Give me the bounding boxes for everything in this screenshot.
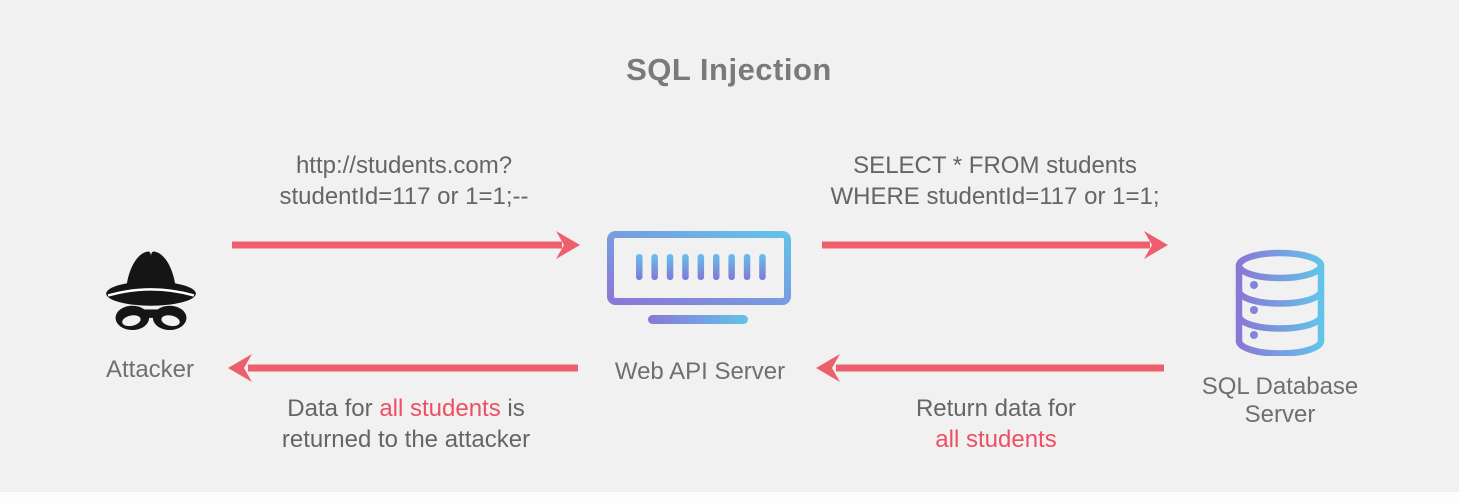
- sql-database-server-label-line2: Server: [1244, 401, 1316, 428]
- attacker-response-suffix: is: [500, 395, 525, 422]
- sql-database-server-label: SQL Database Server: [1130, 373, 1430, 429]
- arrow-webapi-to-db: [822, 231, 1168, 259]
- request-line1: http://students.com?: [295, 152, 513, 179]
- attacker-response-prefix: Data for: [287, 395, 380, 422]
- db-response-message: Return data for all students: [826, 393, 1166, 455]
- attacker-response-message: Data for all students is returned to the…: [236, 393, 576, 455]
- query-line1: SELECT * FROM students: [853, 152, 1137, 179]
- attacker-response-line2: returned to the attacker: [281, 426, 531, 453]
- bottom-strip: [0, 492, 1459, 503]
- request-line2: studentId=117 or 1=1;--: [279, 183, 529, 210]
- arrow-webapi-to-attacker: [228, 354, 578, 382]
- server-icon: [607, 231, 791, 324]
- query-line2: WHERE studentId=117 or 1=1;: [830, 183, 1160, 210]
- attacker-label: Attacker: [105, 356, 195, 383]
- db-response-highlight: all students: [935, 426, 1057, 453]
- sql-query-message: SELECT * FROM students WHERE studentId=1…: [825, 150, 1165, 212]
- request-message: http://students.com? studentId=117 or 1=…: [234, 150, 574, 212]
- attacker-response-line1: Data for all students is: [236, 393, 576, 424]
- attacker-response-highlight: all students: [379, 395, 501, 422]
- spy-icon: [106, 251, 196, 330]
- sql-database-server-label-line1: SQL Database: [1201, 373, 1359, 400]
- arrow-attacker-to-webapi: [232, 231, 580, 259]
- diagram-title: SQL Injection: [626, 52, 832, 87]
- db-response-line1: Return data for: [915, 395, 1077, 422]
- arrow-db-to-webapi: [816, 354, 1164, 382]
- web-api-server-label: Web API Server: [614, 358, 786, 385]
- database-icon: [1235, 249, 1325, 356]
